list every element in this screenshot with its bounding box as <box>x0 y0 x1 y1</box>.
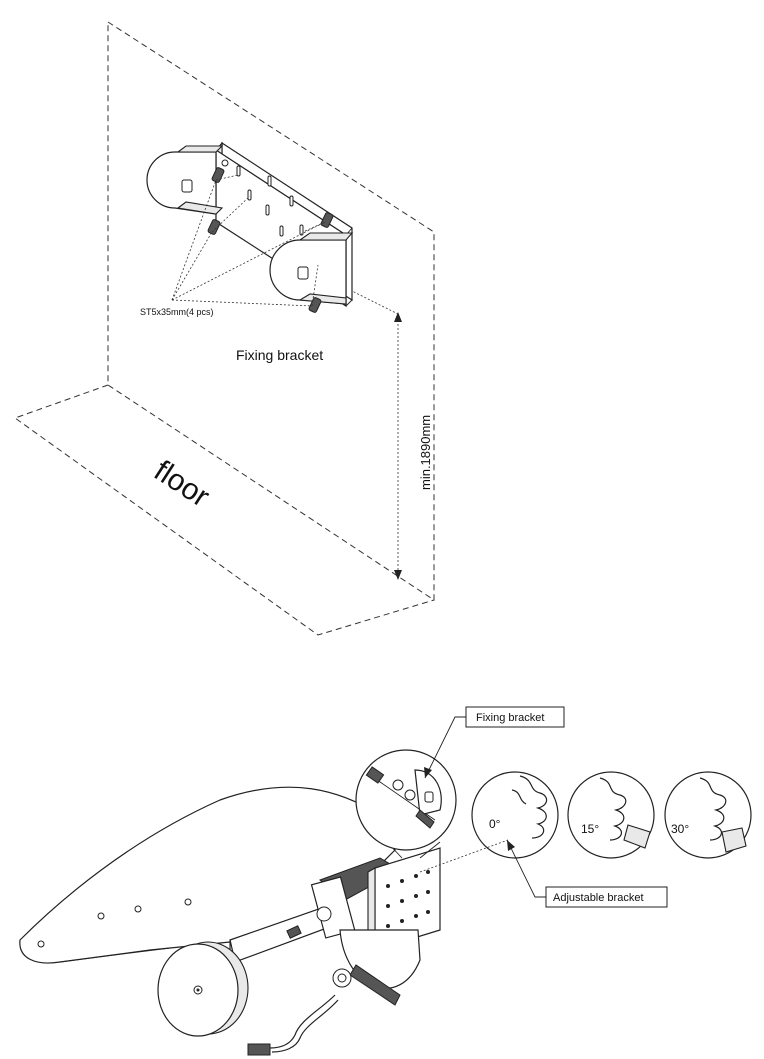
adjustable-bracket-callout-label: Adjustable bracket <box>553 892 644 904</box>
adjustable-bracket-callout: Adjustable bracket <box>419 839 668 908</box>
angle-30-detail <box>664 771 752 859</box>
adjustable-bracket-drawing <box>286 847 441 1006</box>
fixing-bracket-detail <box>355 749 457 859</box>
fixing-bracket-label: Fixing bracket <box>236 347 323 363</box>
fixing-bracket-drawing <box>146 141 354 313</box>
fixing-bracket-callout: Fixing bracket <box>424 706 565 779</box>
connector-icon <box>247 1043 271 1056</box>
wall-mount-figure: ST5x35mm(4 pcs) Fixing bracket floor min… <box>13 21 435 636</box>
angle-0-detail <box>471 771 559 859</box>
fixing-bracket-callout-label: Fixing bracket <box>476 712 544 724</box>
angle-15-label: 15° <box>581 822 599 836</box>
screw-spec-label: ST5x35mm(4 pcs) <box>140 307 214 317</box>
angle-0-label: 0° <box>489 817 501 831</box>
floor-label: floor <box>148 454 215 513</box>
screw-icon <box>207 167 334 313</box>
angle-30-label: 30° <box>671 822 689 836</box>
height-dimension <box>349 289 402 580</box>
min-height-label: min.1890mm <box>418 415 433 490</box>
power-cable <box>269 994 336 1049</box>
angle-15-detail <box>567 771 655 859</box>
floor-outline <box>13 384 435 636</box>
speaker-assembly-figure: 0° 15° 30° Fixing bracket Adjustable bra… <box>19 706 752 1056</box>
